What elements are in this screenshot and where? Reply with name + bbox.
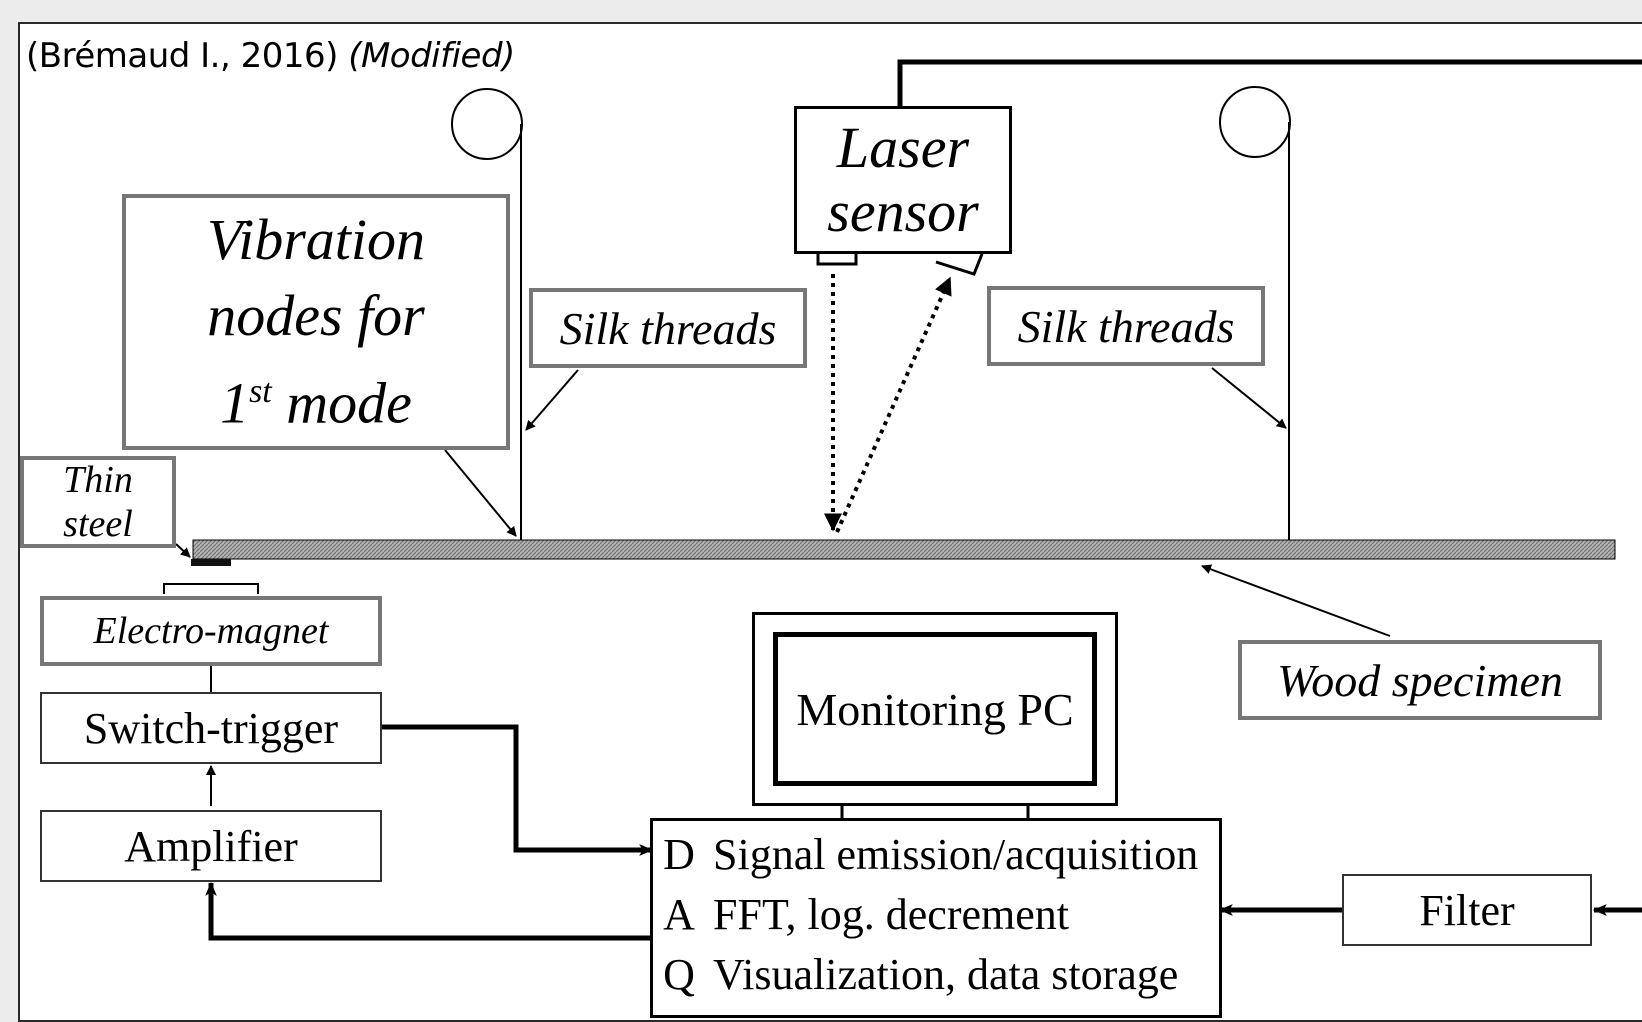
monitoring-pc-screen: Monitoring PC — [773, 632, 1097, 786]
monitoring-pc-outer: Monitoring PC — [752, 612, 1118, 806]
laser-beam-up — [835, 276, 952, 533]
daq-letter-a: A — [663, 890, 695, 939]
amplifier-block: Amplifier — [40, 810, 382, 882]
thin-steel-plate — [191, 559, 231, 566]
arrow-vibration-node — [444, 449, 517, 537]
laser-sensor-box: Laser sensor — [794, 106, 1012, 254]
vibration-nodes-label: Vibration nodes for 1st mode — [122, 194, 510, 450]
pulley-left — [451, 88, 523, 160]
citation-author: (Brémaud I., 2016) — [26, 36, 338, 76]
daq-line-fft: FFT, log. decrement — [713, 890, 1069, 939]
arrow-silk-right — [1211, 367, 1287, 429]
thin-steel-line1: Thin — [63, 459, 133, 501]
wood-specimen-bar — [192, 539, 1616, 560]
pulley-right — [1219, 86, 1291, 158]
arrow-daq-to-amp — [205, 881, 652, 941]
arrow-wood-specimen — [1201, 564, 1391, 637]
citation: (Brémaud I., 2016) (Modified) — [26, 36, 515, 76]
arrow-switch-to-daq — [382, 724, 654, 856]
vibration-nodes-line1: Vibration — [206, 207, 426, 273]
electro-magnet-label: Electro-magnet — [40, 596, 382, 666]
daq-functions: Signal emission/acquisition FFT, log. de… — [713, 825, 1198, 1005]
thin-steel-line2: steel — [63, 503, 133, 545]
laser-cable — [897, 59, 1642, 106]
silk-threads-label-left: Silk threads — [529, 288, 807, 368]
citation-note: (Modified) — [348, 36, 515, 76]
daq-letters: D A Q — [657, 825, 701, 1005]
arrow-silk-left — [525, 369, 579, 431]
thin-steel-label: Thin steel — [20, 456, 176, 548]
diagram-lines — [163, 59, 1642, 998]
laser-line1: Laser — [836, 115, 970, 180]
daq-line-visualization: Visualization, data storage — [713, 950, 1179, 999]
laser-line2: sensor — [827, 179, 979, 244]
switch-trigger-block: Switch-trigger — [40, 692, 382, 764]
vibration-nodes-line3: 1st mode — [220, 370, 412, 436]
vibration-nodes-line2: nodes for — [207, 283, 425, 349]
silk-threads-label-right: Silk threads — [987, 286, 1265, 366]
arrow-thin-steel — [175, 543, 191, 558]
daq-line-signal: Signal emission/acquisition — [713, 830, 1199, 879]
daq-letter-d: D — [663, 830, 695, 879]
filter-block: Filter — [1342, 874, 1592, 946]
daq-block: D A Q Signal emission/acquisition FFT, l… — [650, 818, 1222, 1018]
wood-specimen-label: Wood specimen — [1238, 640, 1602, 720]
daq-letter-q: Q — [663, 950, 695, 999]
